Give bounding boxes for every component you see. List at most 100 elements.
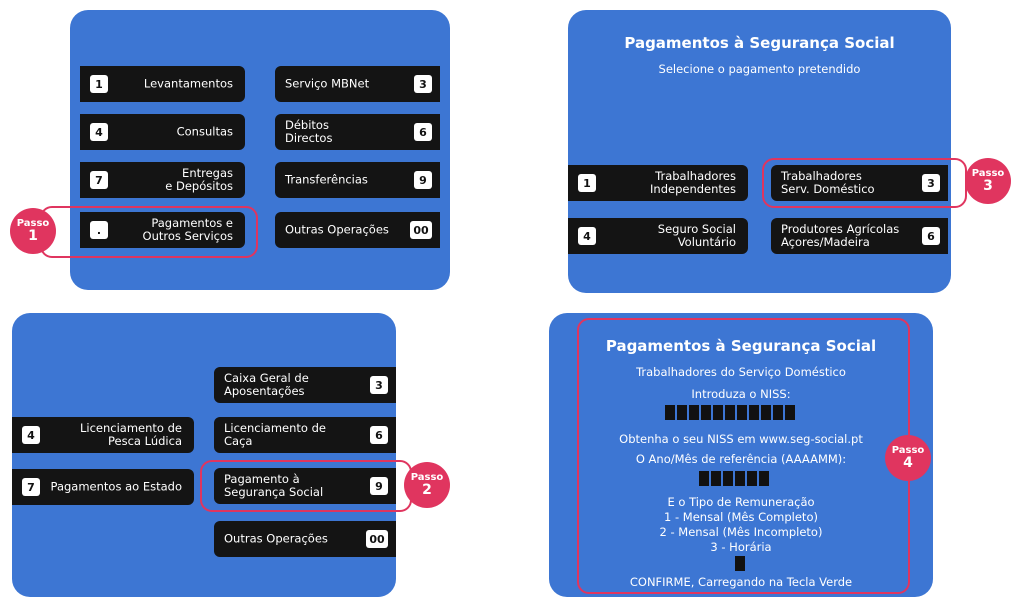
key-6: 6	[922, 227, 940, 245]
input-box	[773, 405, 783, 420]
button-label: Licenciamento de Caça	[224, 421, 326, 448]
step-4-badge: Passo 4	[885, 435, 931, 481]
input-box	[677, 405, 687, 420]
mbnet-service-button[interactable]: Serviço MBNet 3	[275, 66, 440, 102]
key-3: 3	[922, 174, 940, 192]
remuneration-option-1: 1 - Mensal (Mês Completo)	[664, 510, 818, 524]
step-label: Passo	[971, 168, 1005, 179]
transfers-button[interactable]: Transferências 9	[275, 162, 440, 198]
button-label: Outras Operações	[285, 222, 389, 237]
input-box	[749, 405, 759, 420]
confirm-instruction: CONFIRME, Carregando na Tecla Verde	[629, 575, 853, 589]
atm-screen-main-menu: 1 Levantamentos 4 Consultas 7 Entregas e…	[70, 10, 450, 290]
other-operations-button[interactable]: Outras Operações 00	[275, 212, 440, 248]
hunting-license-button[interactable]: Licenciamento de Caça 6	[214, 417, 396, 453]
input-box	[723, 471, 733, 486]
screen-title: Pagamentos à Segurança Social	[605, 337, 877, 355]
niss-input[interactable]	[665, 405, 795, 420]
input-box	[701, 405, 711, 420]
atm-screen-domestic-worker-payment: Pagamentos à Segurança Social Trabalhado…	[549, 313, 933, 597]
other-operations-button[interactable]: Outras Operações 00	[214, 521, 396, 557]
button-label: Caixa Geral de Aposentações	[224, 371, 309, 398]
fishing-license-button[interactable]: 4 Licenciamento de Pesca Lúdica	[12, 417, 194, 453]
input-box	[713, 405, 723, 420]
state-payments-button[interactable]: 7 Pagamentos ao Estado	[12, 469, 194, 505]
button-label: Débitos Directos	[285, 118, 333, 145]
reference-month-input[interactable]	[699, 471, 769, 486]
step-number: 3	[983, 178, 993, 194]
atm-screen-social-security: Pagamentos à Segurança Social Selecione …	[568, 10, 951, 293]
key-4: 4	[22, 426, 40, 444]
screen-subtitle: Selecione o pagamento pretendido	[658, 62, 861, 76]
remuneration-option-3: 3 - Horária	[710, 540, 772, 554]
input-box	[665, 405, 675, 420]
direct-debits-button[interactable]: Débitos Directos 6	[275, 114, 440, 150]
remuneration-option-2: 2 - Mensal (Mês Incompleto)	[659, 525, 823, 539]
step-2-badge: Passo 2	[404, 462, 450, 508]
input-box	[759, 471, 769, 486]
button-label: Pagamento à Segurança Social	[224, 472, 324, 499]
key-1: 1	[578, 174, 596, 192]
key-1: 1	[90, 75, 108, 93]
withdrawals-button[interactable]: 1 Levantamentos	[80, 66, 245, 102]
input-box	[735, 556, 745, 571]
atm-screen-payments-services: 4 Licenciamento de Pesca Lúdica 7 Pagame…	[12, 313, 396, 597]
button-label: Produtores Agrícolas Açores/Madeira	[781, 222, 900, 249]
input-box	[689, 405, 699, 420]
step-3-badge: Passo 3	[965, 158, 1011, 204]
input-box	[711, 471, 721, 486]
agricultural-producers-button[interactable]: Produtores Agrícolas Açores/Madeira 6	[771, 218, 948, 254]
step-label: Passo	[891, 445, 925, 456]
key-00: 00	[410, 221, 432, 239]
step-1-badge: Passo 1	[10, 208, 56, 254]
domestic-workers-button[interactable]: Trabalhadores Serv. Doméstico 3	[771, 165, 948, 201]
button-label: Outras Operações	[224, 531, 328, 546]
independent-workers-button[interactable]: 1 Trabalhadores Independentes	[568, 165, 748, 201]
cga-pensions-button[interactable]: Caixa Geral de Aposentações 3	[214, 367, 396, 403]
step-3-highlight	[762, 158, 967, 208]
key-4: 4	[578, 227, 596, 245]
niss-prompt: Introduza o NISS:	[691, 387, 791, 401]
key-3: 3	[370, 376, 388, 394]
button-label: Trabalhadores Independentes	[650, 169, 736, 196]
screen-title: Pagamentos à Segurança Social	[624, 34, 895, 52]
input-box	[735, 471, 745, 486]
step-number: 2	[422, 482, 432, 498]
button-label: Pagamentos e Outros Serviços	[142, 216, 233, 243]
screen-subtitle: Trabalhadores do Serviço Doméstico	[636, 365, 846, 379]
step-2-highlight	[200, 460, 412, 512]
key-9: 9	[370, 477, 388, 495]
key-4: 4	[90, 123, 108, 141]
button-label: Licenciamento de Pesca Lúdica	[80, 421, 182, 448]
remuneration-type-input[interactable]	[735, 556, 745, 571]
input-box	[737, 405, 747, 420]
button-label: Transferências	[285, 172, 368, 187]
payments-other-services-button[interactable]: . Pagamentos e Outros Serviços	[80, 212, 245, 248]
voluntary-social-insurance-button[interactable]: 4 Seguro Social Voluntário	[568, 218, 748, 254]
input-box	[785, 405, 795, 420]
key-9: 9	[414, 171, 432, 189]
key-dot: .	[90, 221, 108, 239]
button-label: Consultas	[176, 124, 233, 139]
step-1-highlight	[40, 206, 258, 258]
social-security-payment-button[interactable]: Pagamento à Segurança Social 9	[214, 468, 396, 504]
button-label: Levantamentos	[143, 76, 233, 91]
reference-month-prompt: O Ano/Mês de referência (AAAAMM):	[635, 452, 847, 466]
step-label: Passo	[16, 218, 50, 229]
input-box	[747, 471, 757, 486]
key-6: 6	[370, 426, 388, 444]
button-label: Seguro Social Voluntário	[657, 222, 736, 249]
step-number: 1	[28, 228, 38, 244]
step-number: 4	[903, 455, 913, 471]
niss-info-text: Obtenha o seu NISS em www.seg-social.pt	[619, 432, 863, 446]
key-7: 7	[22, 478, 40, 496]
input-box	[761, 405, 771, 420]
key-6: 6	[414, 123, 432, 141]
button-label: Serviço MBNet	[285, 76, 370, 91]
button-label: Entregas e Depósitos	[165, 166, 233, 193]
input-box	[699, 471, 709, 486]
key-7: 7	[90, 171, 108, 189]
button-label: Trabalhadores Serv. Doméstico	[781, 169, 875, 196]
queries-button[interactable]: 4 Consultas	[80, 114, 245, 150]
deliveries-deposits-button[interactable]: 7 Entregas e Depósitos	[80, 162, 245, 198]
